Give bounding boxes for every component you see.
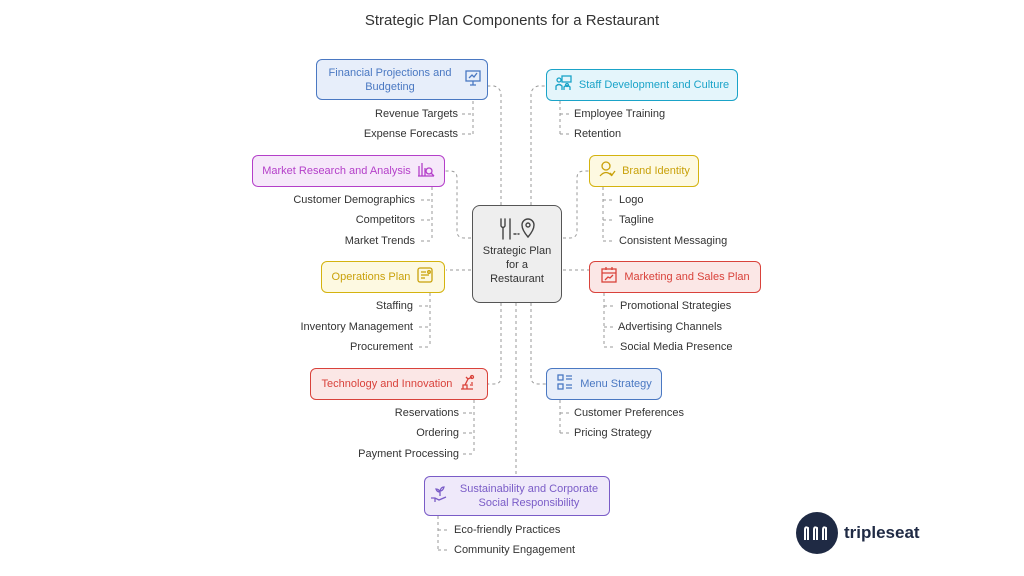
operations-item: Inventory Management [300,321,413,333]
hand-plant-icon [430,485,448,507]
tripleseat-logo: tripleseat [796,512,920,554]
node-menu-label: Menu Strategy [580,378,652,390]
menu-item: Pricing Strategy [574,427,652,439]
presentation-chart-icon [464,69,482,91]
center-label: Strategic Plan for a Restaurant [482,245,552,285]
node-menu: Menu Strategy [546,368,662,400]
technology-item: Payment Processing [358,448,459,460]
connector-market [445,170,471,239]
node-staff-label: Staff Development and Culture [578,79,730,91]
connector-menu [530,303,546,385]
financial-item: Expense Forecasts [363,128,458,140]
center-node: Strategic Plan for a Restaurant [472,205,562,303]
menu-item: Customer Preferences [574,407,685,419]
workflow-icon [416,266,434,288]
connector-staff [530,85,546,205]
node-financial: Financial Projections and Budgeting [316,59,488,100]
sustainability-item: Community Engagement [454,544,576,556]
list-grid-icon [556,373,574,395]
calendar-chart-icon [600,266,618,288]
brand-item: Tagline [619,214,654,226]
connector-financial [488,85,502,205]
marketing-item: Social Media Presence [620,341,733,353]
node-financial-label: Financial Projections and Budgeting [328,66,452,93]
market-item: Competitors [355,214,415,226]
node-technology-label: Technology and Innovation [321,378,453,390]
brand-item: Consistent Messaging [619,235,728,247]
bar-chart-magnifier-icon [417,160,435,182]
market-item: Market Trends [344,235,415,247]
financial-item: Revenue Targets [375,108,458,120]
node-brand: Brand Identity [589,155,699,187]
sustainability-item: Eco-friendly Practices [454,524,561,536]
brand-item: Logo [619,194,644,206]
node-brand-label: Brand Identity [622,165,690,177]
operations-item: Staffing [375,300,413,312]
user-check-icon [598,160,616,182]
node-sustainability: Sustainability and Corporate Social Resp… [424,476,610,516]
robot-arm-icon [458,373,476,395]
node-market: Market Research and Analysis [252,155,445,187]
connector-technology [488,303,502,385]
node-market-label: Market Research and Analysis [262,165,411,177]
tripleseat-logo-icon [796,512,838,554]
team-presentation-icon [555,74,573,96]
node-technology: Technology and Innovation [310,368,488,400]
marketing-item: Advertising Channels [618,321,722,333]
node-operations: Operations Plan [321,261,445,293]
diagram-title: Strategic Plan Components for a Restaura… [364,12,660,29]
node-marketing: Marketing and Sales Plan [589,261,761,293]
operations-item: Procurement [350,341,413,353]
technology-item: Reservations [394,407,459,419]
technology-item: Ordering [416,427,459,439]
staff-item: Employee Training [574,108,666,120]
marketing-item: Promotional Strategies [620,300,732,312]
node-marketing-label: Marketing and Sales Plan [624,271,750,283]
connector-brand [563,170,589,239]
market-item: Customer Demographics [293,194,415,206]
node-operations-label: Operations Plan [331,271,411,283]
node-staff: Staff Development and Culture [546,69,738,101]
node-sustainability-label: Sustainability and Corporate Social Resp… [459,483,599,509]
staff-item: Retention [574,128,622,140]
logo-wordmark: tripleseat [844,523,920,542]
fork-and-location-pin-icon [473,216,561,244]
